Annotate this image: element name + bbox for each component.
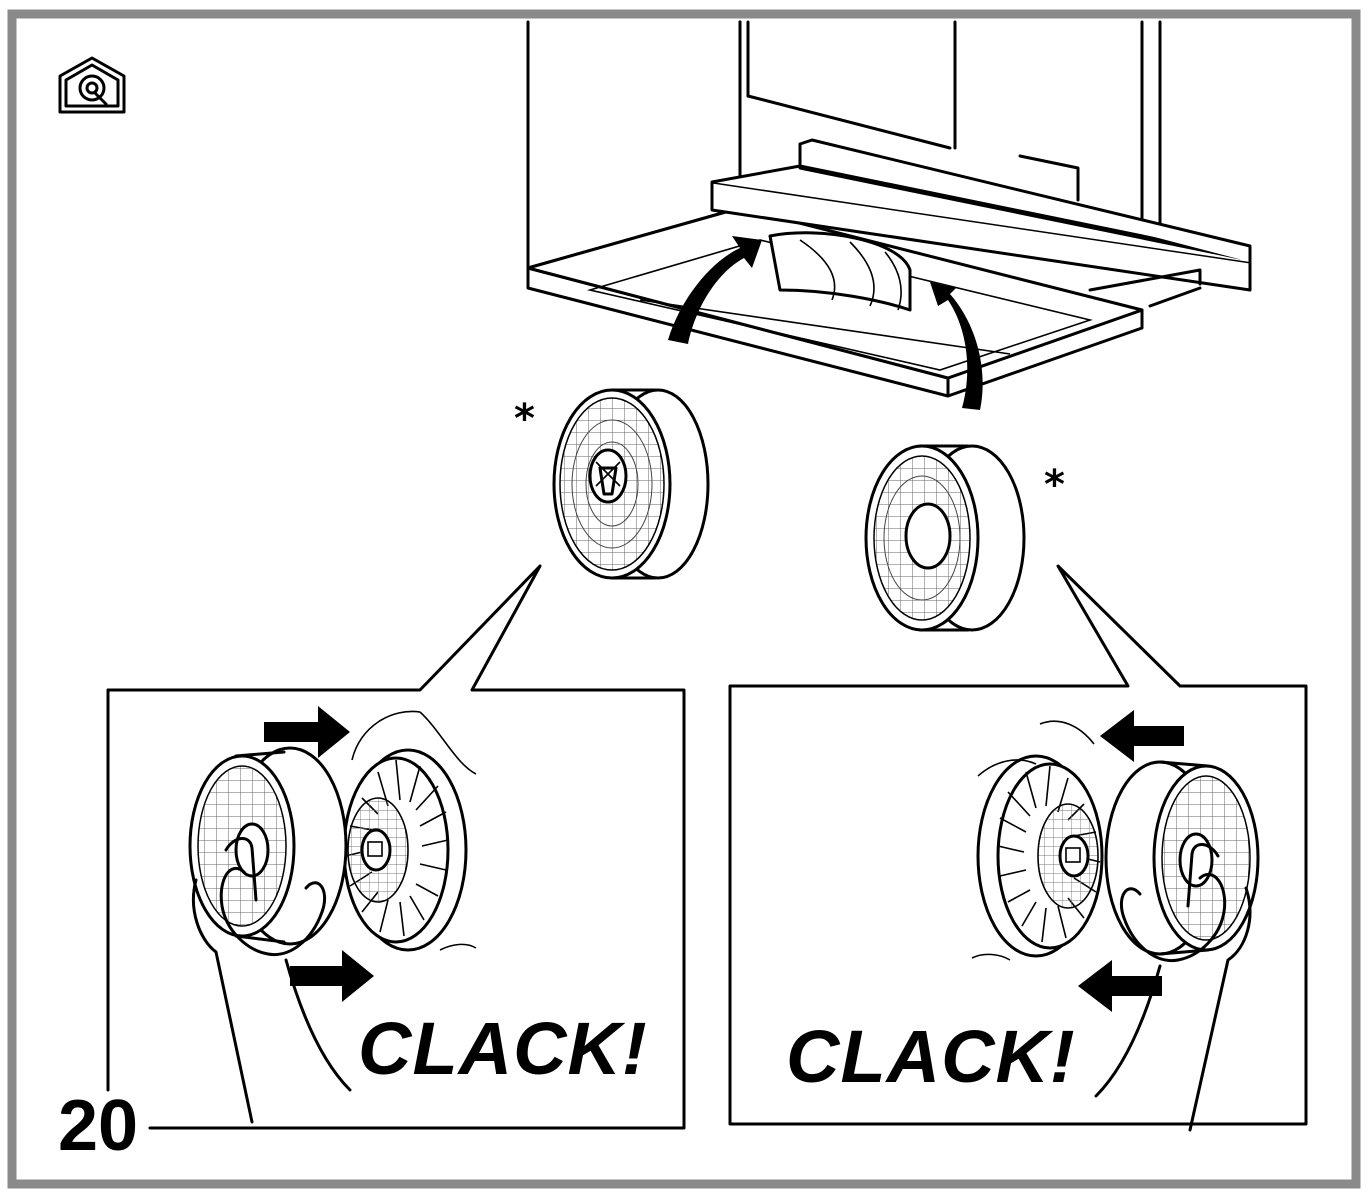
service-house-icon <box>58 56 126 114</box>
cooker-hood <box>526 20 1252 410</box>
clack-label-right: CLACK! <box>786 1015 1076 1098</box>
clack-label-left: CLACK! <box>358 1007 648 1090</box>
step-number: 20 <box>58 1086 138 1166</box>
outer-frame <box>7 9 1361 1189</box>
carbon-filter-left <box>552 388 710 580</box>
marker-left: * <box>514 396 535 442</box>
marker-right: * <box>1044 462 1065 508</box>
callout-box-left <box>106 564 686 1130</box>
detail-right <box>971 710 1260 1132</box>
callout-box-right <box>728 564 1308 1126</box>
carbon-filter-right <box>864 444 1026 632</box>
detail-left <box>188 706 477 1124</box>
